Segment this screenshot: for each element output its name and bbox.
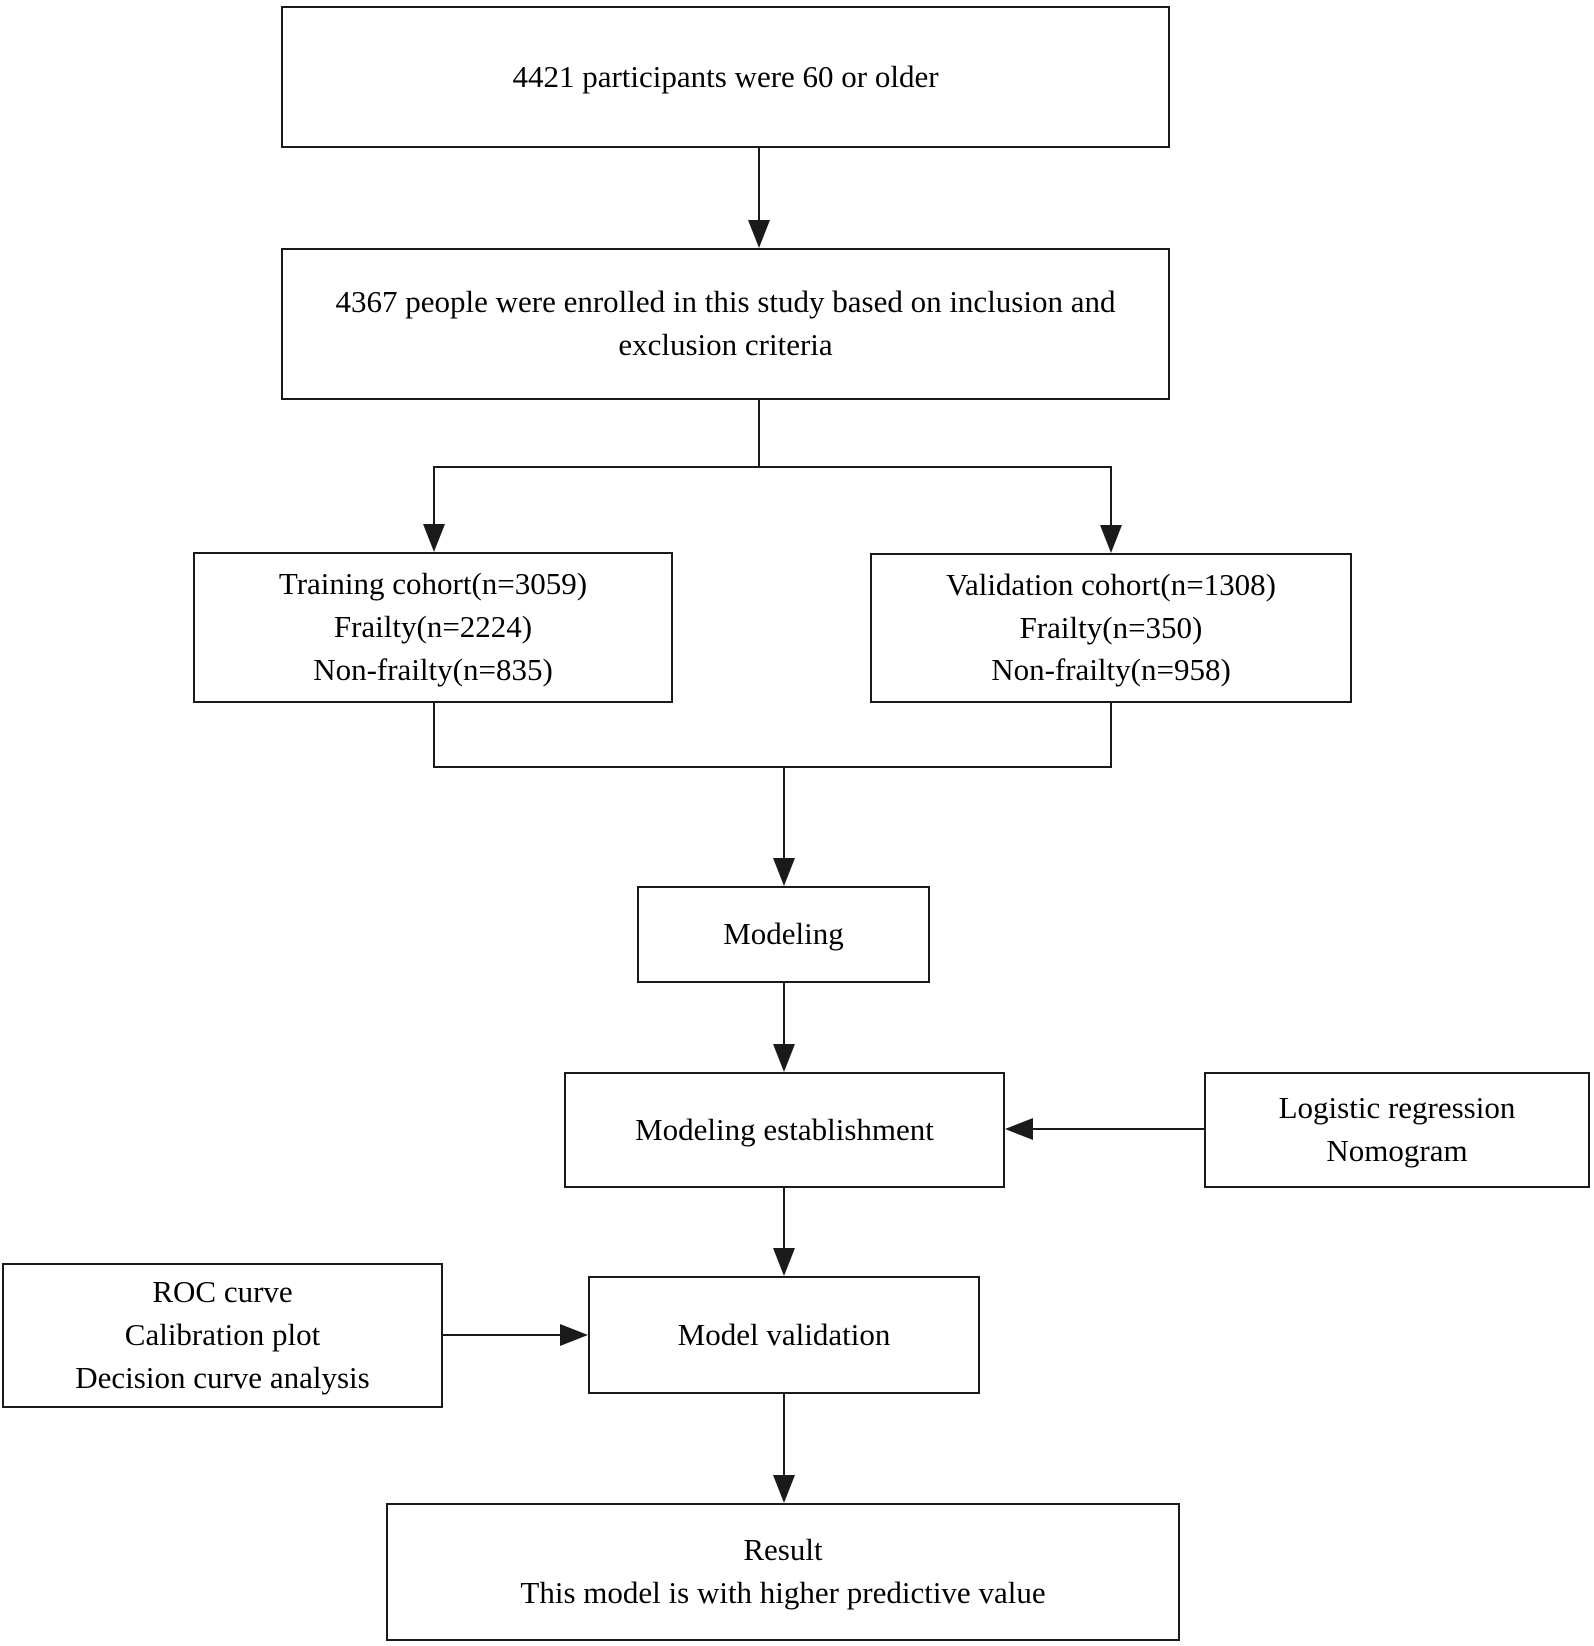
connector-merge-cross xyxy=(433,766,1112,768)
text-line: Nomogram xyxy=(1326,1133,1468,1168)
text-line: Training cohort(n=3059) xyxy=(278,566,588,602)
connector-split-to-training-line xyxy=(433,466,435,526)
text-line: 4421 participants were 60 or older xyxy=(512,58,939,94)
text-line: Logistic regression xyxy=(1278,1090,1516,1126)
node-roc: ROC curve Calibration plot Decision curv… xyxy=(2,1263,443,1408)
text-line: This model is with higher predictive val… xyxy=(520,1575,1046,1610)
connector-split-to-validation-line xyxy=(1110,466,1112,527)
node-validation-cohort: Validation cohort(n=1308) Frailty(n=350)… xyxy=(870,553,1352,703)
arrowhead-down xyxy=(423,524,445,552)
connector-modeling-to-establishment-line xyxy=(783,983,785,1046)
text-line: Non-frailty(n=958) xyxy=(991,652,1231,688)
text-line: 4367 people were enrolled in this study … xyxy=(335,284,1116,320)
arrowhead-down xyxy=(1100,525,1122,553)
connector-validation-to-result-line xyxy=(783,1394,785,1477)
text-line: Modeling establishment xyxy=(635,1111,934,1147)
node-modeling-establishment: Modeling establishment xyxy=(564,1072,1005,1188)
node-participants: 4421 participants were 60 or older xyxy=(281,6,1170,148)
text-line: Result xyxy=(743,1532,823,1568)
arrowhead-down xyxy=(773,1475,795,1503)
text-line: exclusion criteria xyxy=(618,327,833,362)
connector-validation-merge-line xyxy=(1110,703,1112,768)
connector-roc-to-validation-line xyxy=(443,1334,563,1336)
text-line: Frailty(n=350) xyxy=(1019,609,1203,645)
connector-participants-to-enrolled-line xyxy=(758,148,760,222)
node-result: Result This model is with higher predict… xyxy=(386,1503,1180,1641)
arrowhead-left xyxy=(1005,1118,1033,1140)
node-modeling: Modeling xyxy=(637,886,930,983)
arrowhead-down xyxy=(748,220,770,248)
node-enrolled: 4367 people were enrolled in this study … xyxy=(281,248,1170,400)
connector-establishment-to-validation-line xyxy=(783,1188,785,1250)
text-line: Model validation xyxy=(677,1316,891,1352)
node-logistic-regression: Logistic regression Nomogram xyxy=(1204,1072,1590,1188)
node-training-cohort: Training cohort(n=3059) Frailty(n=2224) … xyxy=(193,552,673,703)
node-model-validation: Model validation xyxy=(588,1276,980,1394)
text-line: Modeling xyxy=(723,916,844,952)
arrowhead-down xyxy=(773,858,795,886)
connector-training-merge-line xyxy=(433,703,435,768)
arrowhead-right xyxy=(560,1324,588,1346)
text-line: ROC curve xyxy=(152,1274,293,1310)
text-line: Frailty(n=2224) xyxy=(333,609,533,645)
connector-enrolled-split-cross xyxy=(433,466,1112,468)
text-line: Non-frailty(n=835) xyxy=(313,651,553,687)
arrowhead-down xyxy=(773,1248,795,1276)
text-line: Calibration plot xyxy=(124,1317,321,1353)
connector-enrolled-split-stem xyxy=(758,400,760,468)
text-line: Decision curve analysis xyxy=(75,1359,370,1395)
arrowhead-down xyxy=(773,1044,795,1072)
connector-logistic-to-establishment-line xyxy=(1031,1128,1204,1130)
connector-merge-to-modeling-line xyxy=(783,766,785,860)
text-line: Validation cohort(n=1308) xyxy=(946,566,1276,602)
